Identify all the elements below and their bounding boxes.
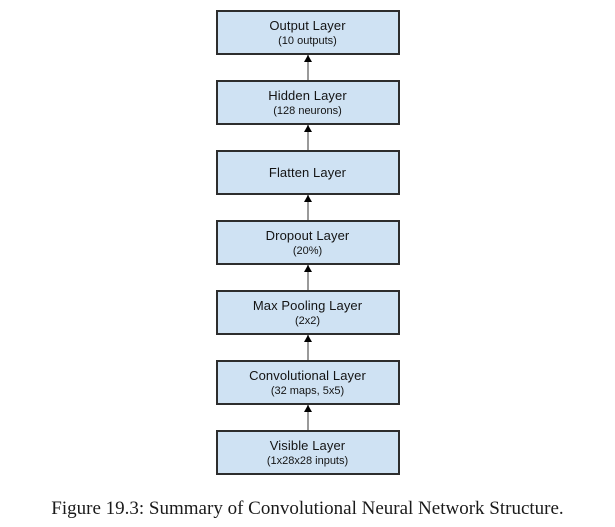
arrow-up-icon	[303, 405, 313, 430]
layer-name: Dropout Layer	[265, 227, 350, 243]
layer-detail: (128 neurons)	[273, 104, 342, 117]
arrow-head	[303, 335, 312, 342]
layer-detail: (20%)	[292, 244, 323, 257]
arrow-shaft	[306, 195, 309, 220]
arrow-shaft	[306, 405, 309, 430]
layer-name: Hidden Layer	[268, 87, 347, 103]
layer-box-hidden: Hidden Layer (128 neurons)	[215, 80, 400, 125]
layer-box-flatten: Flatten Layer	[215, 150, 400, 195]
arrow-shaft	[306, 335, 309, 360]
layer-box-visible: Visible Layer (1x28x28 inputs)	[215, 430, 400, 475]
layer-detail: (10 outputs)	[278, 34, 337, 47]
layer-name: Output Layer	[269, 17, 346, 33]
arrow-shaft	[306, 55, 309, 80]
layer-name: Visible Layer	[269, 437, 346, 453]
layer-box-convolutional: Convolutional Layer (32 maps, 5x5)	[215, 360, 400, 405]
arrow-up-icon	[303, 195, 313, 220]
arrow-up-icon	[303, 125, 313, 150]
layer-detail: (2x2)	[294, 314, 321, 327]
layer-box-output: Output Layer (10 outputs)	[215, 10, 400, 55]
layer-name: Flatten Layer	[268, 164, 347, 180]
arrow-head	[303, 405, 312, 412]
arrow-shaft	[306, 125, 309, 150]
arrow-head	[303, 265, 312, 272]
layer-detail: (32 maps, 5x5)	[270, 384, 345, 397]
arrow-up-icon	[303, 55, 313, 80]
arrow-head	[303, 195, 312, 202]
arrow-up-icon	[303, 335, 313, 360]
layer-box-dropout: Dropout Layer (20%)	[215, 220, 400, 265]
layer-name: Max Pooling Layer	[252, 297, 363, 313]
layer-box-max-pooling: Max Pooling Layer (2x2)	[215, 290, 400, 335]
layer-detail: (1x28x28 inputs)	[266, 454, 349, 467]
arrow-up-icon	[303, 265, 313, 290]
arrow-shaft	[306, 265, 309, 290]
arrow-head	[303, 55, 312, 62]
arrow-head	[303, 125, 312, 132]
figure-caption: Figure 19.3: Summary of Convolutional Ne…	[51, 498, 564, 519]
cnn-structure-diagram: Output Layer (10 outputs) Hidden Layer (…	[0, 10, 615, 475]
layer-name: Convolutional Layer	[249, 367, 366, 383]
